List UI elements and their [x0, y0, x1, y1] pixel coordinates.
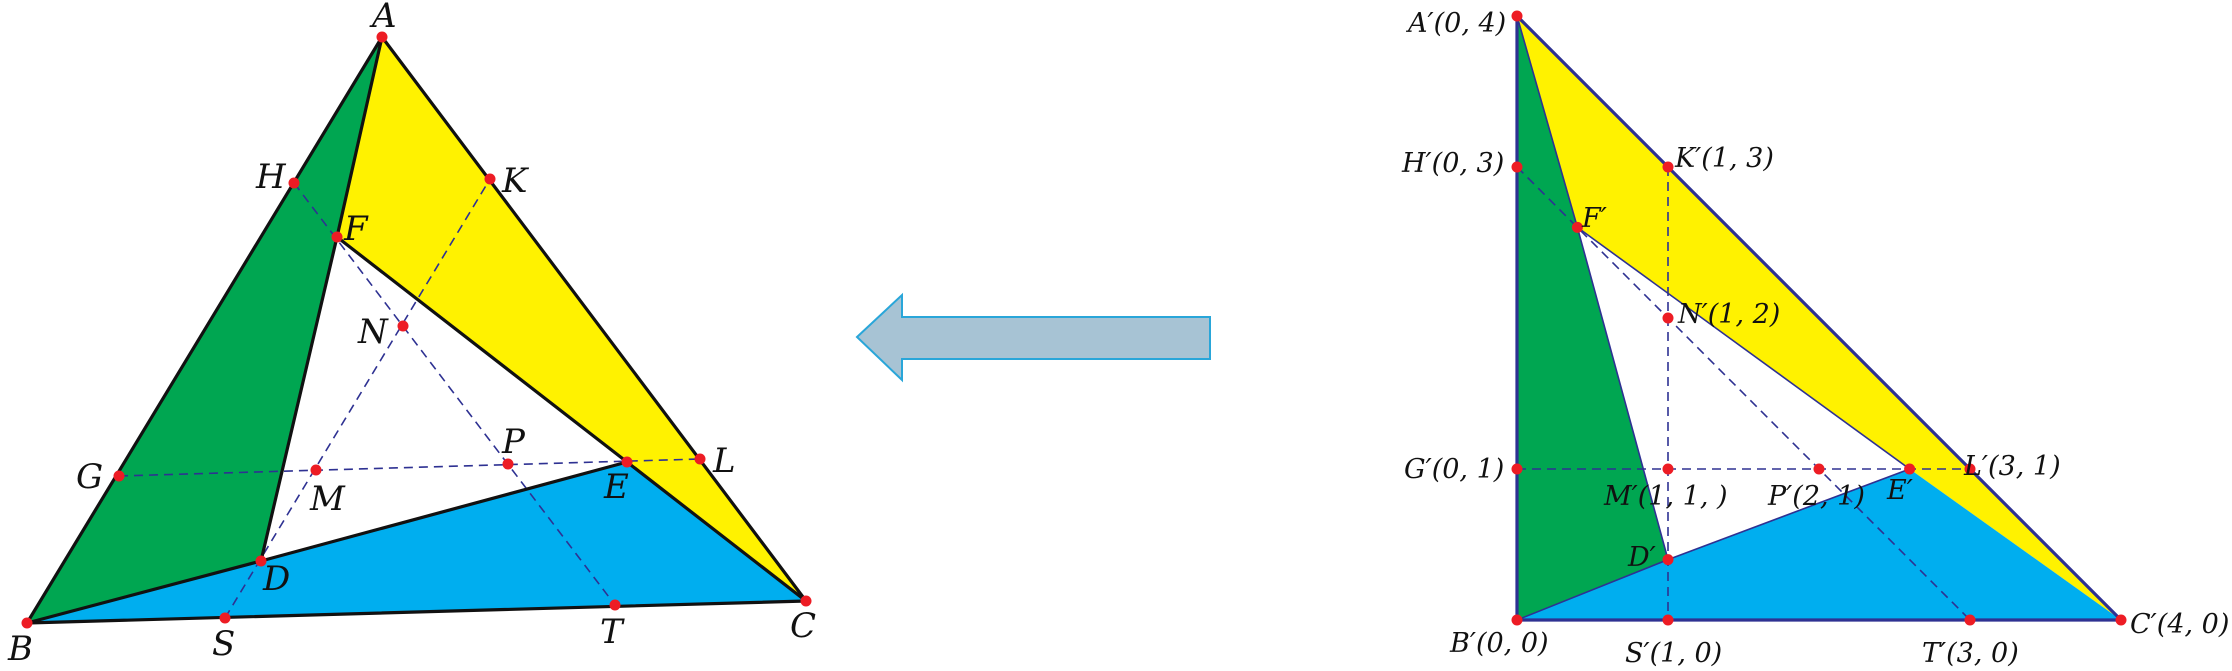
right-point-B — [1511, 614, 1523, 626]
left-label-F: F — [343, 209, 369, 249]
right-point-F — [1571, 221, 1583, 233]
right-point-A — [1511, 10, 1523, 22]
left-label-L: L — [712, 441, 736, 481]
left-label-G: G — [76, 457, 103, 497]
right-edge-D-E — [1667, 468, 1910, 561]
edge-D-E — [260, 460, 628, 563]
right-labels: A′(0, 4) B′(0, 0) C′(4, 0) D′ E′ F′ G′(0… — [1401, 8, 2229, 669]
dash-S-K — [224, 178, 491, 619]
right-label-M: M′(1, 1, ) — [1603, 481, 1728, 512]
left-label-T: T — [600, 612, 625, 652]
left-figure: A B C D E F G H K L M N P S T — [7, 0, 816, 669]
left-point-L — [694, 453, 706, 465]
left-label-D: D — [262, 559, 290, 599]
left-point-C — [800, 595, 812, 607]
left-outer-triangle — [25, 35, 808, 625]
left-yellow-region — [337, 37, 806, 601]
right-point-S — [1662, 614, 1674, 626]
right-point-P — [1813, 463, 1825, 475]
right-point-D — [1662, 554, 1674, 566]
right-label-S: S′(1, 0) — [1625, 638, 1722, 669]
left-point-D — [255, 555, 267, 567]
arrow-left-icon — [855, 292, 1211, 383]
left-point-A — [376, 31, 388, 43]
left-label-B: B — [7, 629, 33, 669]
left-point-P — [502, 458, 514, 470]
left-point-H — [288, 177, 300, 189]
left-label-H: H — [255, 157, 287, 197]
left-label-N: N — [357, 312, 389, 352]
dash-G-L — [118, 458, 701, 477]
right-point-H — [1511, 161, 1523, 173]
left-label-P: P — [501, 422, 526, 462]
right-label-G: G′(0, 1) — [1404, 454, 1504, 485]
right-point-L — [1964, 463, 1976, 475]
right-solid-edges — [1515, 14, 2123, 622]
left-dashed-lines — [118, 178, 701, 619]
right-point-E — [1904, 463, 1916, 475]
left-point-N — [397, 320, 409, 332]
right-label-F: F′ — [1581, 203, 1607, 234]
left-label-M: M — [309, 479, 346, 519]
right-edge-A-F — [1516, 15, 1579, 228]
left-points — [21, 31, 812, 629]
left-point-B — [21, 617, 33, 629]
left-label-A: A — [369, 0, 397, 36]
right-point-M — [1662, 463, 1674, 475]
right-edge-F-D — [1576, 227, 1669, 560]
edge-F-D — [259, 236, 339, 562]
right-edge-F-E — [1576, 226, 1911, 470]
right-edge-C-A — [1515, 14, 2123, 622]
right-dash-H-T — [1516, 166, 1971, 621]
left-labels: A B C D E F G H K L M N P S T — [7, 0, 816, 669]
right-point-N — [1662, 312, 1674, 324]
right-label-D: D′ — [1627, 542, 1656, 573]
right-point-K — [1662, 161, 1674, 173]
right-label-H: H′(0, 3) — [1401, 148, 1504, 179]
left-label-E: E — [603, 467, 629, 507]
right-label-N: N′(1, 2) — [1677, 299, 1780, 330]
right-label-L: L′(3, 1) — [1963, 451, 2061, 482]
right-point-G — [1511, 463, 1523, 475]
left-point-G — [113, 470, 125, 482]
edge-A-F — [335, 36, 384, 238]
right-dashed-lines — [1516, 166, 1971, 621]
right-figure: A′(0, 4) B′(0, 0) C′(4, 0) D′ E′ F′ G′(0… — [1401, 8, 2229, 669]
left-point-T — [609, 599, 621, 611]
right-points — [1511, 10, 2127, 626]
left-point-K — [484, 173, 496, 185]
left-point-M — [310, 464, 322, 476]
edge-F-E — [336, 235, 628, 464]
right-label-P: P′(2, 1) — [1767, 481, 1865, 512]
left-point-E — [621, 456, 633, 468]
left-solid-edges — [25, 35, 808, 625]
left-label-C: C — [790, 606, 816, 646]
right-label-T: T′(3, 0) — [1922, 638, 2019, 669]
right-edge-D-B — [1516, 558, 1669, 621]
right-point-T — [1964, 614, 1976, 626]
right-label-E: E′ — [1886, 475, 1913, 506]
left-blue-region — [27, 462, 806, 623]
right-label-B: B′(0, 0) — [1449, 628, 1549, 659]
left-label-S: S — [212, 624, 235, 664]
edge-E-C — [626, 460, 807, 603]
left-point-F — [331, 231, 343, 243]
right-point-C — [2115, 614, 2127, 626]
right-label-C: C′(4, 0) — [2130, 609, 2229, 640]
edge-D-B — [26, 559, 262, 625]
left-point-S — [219, 612, 231, 624]
left-label-K: K — [501, 161, 530, 201]
dash-H-T — [293, 182, 616, 606]
right-label-K: K′(1, 3) — [1674, 143, 1774, 174]
right-blue-region — [1517, 469, 2121, 620]
right-label-A: A′(0, 4) — [1405, 8, 1506, 39]
